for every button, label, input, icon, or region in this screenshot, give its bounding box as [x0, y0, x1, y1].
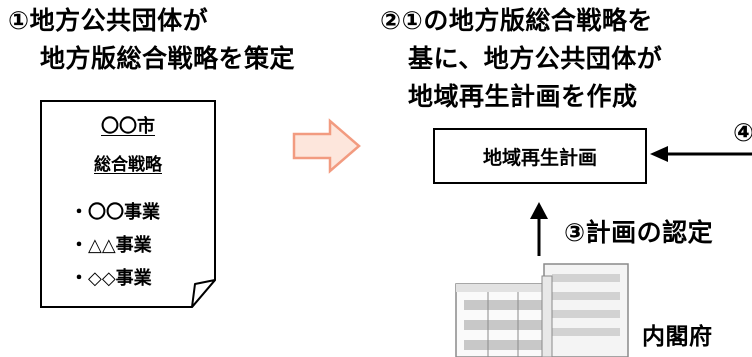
step2-heading-line2: 基に、地方公共団体が — [408, 44, 663, 73]
office-building-icon — [455, 263, 629, 357]
document-subtitle: 総合戦略 — [94, 155, 162, 175]
strategy-document: 〇〇市 総合戦略 ・〇〇事業 ・△△事業 ・◇◇事業 — [40, 100, 216, 308]
step4-label: ④ — [733, 118, 752, 147]
right-arrow-icon — [292, 118, 361, 174]
document-page-icon — [40, 100, 216, 308]
document-item-2: ・△△事業 — [70, 235, 152, 256]
step1-heading-line1: ①地方公共団体が — [8, 6, 209, 35]
document-title: 〇〇市 — [101, 116, 155, 137]
building-label: 内閣府 — [642, 324, 713, 350]
step2-heading-line1: ②①の地方版総合戦略を — [380, 6, 653, 35]
up-arrow-icon — [530, 202, 548, 256]
left-arrow-icon — [650, 146, 752, 162]
document-item-3: ・◇◇事業 — [70, 268, 152, 289]
regional-revitalization-plan-box: 地域再生計画 — [433, 128, 647, 184]
document-item-1: ・〇〇事業 — [70, 202, 160, 223]
step2-heading-line3: 地域再生計画を作成 — [408, 82, 638, 111]
step3-label: ③計画の認定 — [564, 218, 714, 247]
plan-box-label: 地域再生計画 — [482, 146, 597, 169]
step1-heading-line2: 地方版総合戦略を策定 — [40, 44, 296, 73]
